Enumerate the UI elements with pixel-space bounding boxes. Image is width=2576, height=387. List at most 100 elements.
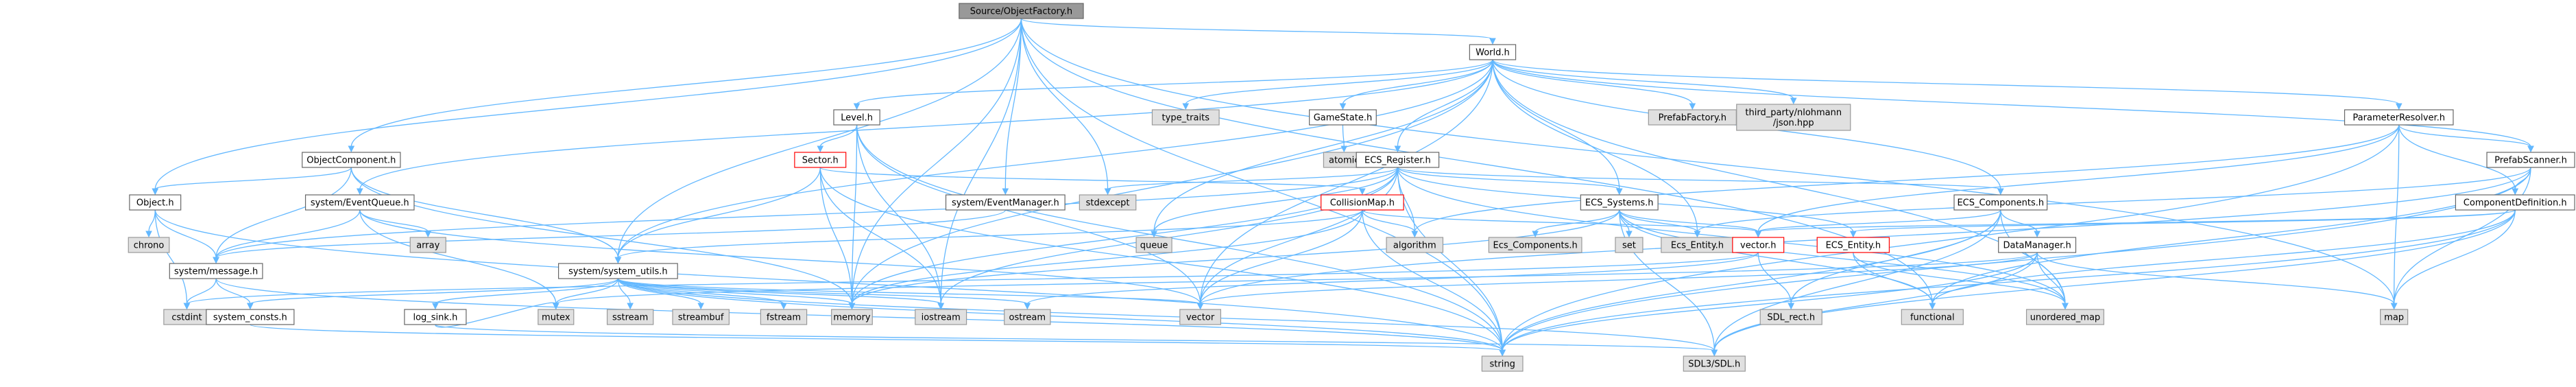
node-box bbox=[760, 309, 808, 325]
node-atomic: atomic bbox=[1323, 152, 1365, 168]
node-stdexcept: stdexcept bbox=[1079, 194, 1137, 211]
node-box bbox=[1615, 237, 1644, 253]
node-label: streambuf bbox=[678, 313, 724, 323]
edge-ecs_systems-to-ecs_components_sys bbox=[1532, 209, 1620, 238]
edge-world-to-type_traits bbox=[1182, 59, 1493, 110]
node-sector[interactable]: Sector.h bbox=[794, 152, 847, 168]
edge-sysutils-to-streambuf bbox=[617, 278, 705, 310]
node-sysmessage[interactable]: system/message.h bbox=[169, 263, 263, 279]
node-label: Source/ObjectFactory.h bbox=[970, 7, 1072, 17]
node-box bbox=[1481, 355, 1524, 372]
node-level[interactable]: Level.h bbox=[833, 109, 880, 126]
edge-sysutils-to-ostream bbox=[617, 278, 1031, 310]
node-eventqueue[interactable]: system/EventQueue.h bbox=[304, 194, 415, 211]
edge-sysutils-to-memory bbox=[617, 278, 856, 310]
edge-layer bbox=[145, 18, 2534, 357]
node-collisionmap[interactable]: CollisionMap.h bbox=[1321, 194, 1404, 211]
node-label: type_traits bbox=[1162, 113, 1210, 124]
edge-sysutils-to-mutex bbox=[552, 278, 619, 310]
edge-sysutils-to-vector bbox=[617, 278, 1204, 310]
node-label: system/EventManager.h bbox=[952, 198, 1059, 209]
node-datamanager[interactable]: DataManager.h bbox=[1998, 237, 2077, 253]
node-label: ECS_Entity.h bbox=[1826, 241, 1881, 251]
node-world[interactable]: World.h bbox=[1469, 44, 1517, 60]
edge-datamanager-to-vector bbox=[1196, 252, 2038, 310]
node-object[interactable]: Object.h bbox=[129, 194, 182, 211]
node-box bbox=[2380, 309, 2409, 325]
edge-ecs_register-to-ecs_systems bbox=[1397, 167, 1623, 196]
node-label: CollisionMap.h bbox=[1330, 198, 1395, 209]
edge-ecs_components-to-vector_h bbox=[1755, 209, 2001, 238]
edge-gamestate-to-atomic bbox=[1340, 124, 1348, 153]
node-box bbox=[1683, 355, 1746, 372]
edge-objectcomponent-to-object bbox=[152, 167, 352, 196]
node-box bbox=[1079, 194, 1137, 211]
edge-vector_h-to-sdl_rect bbox=[1757, 252, 1795, 310]
edge-paramresolver-to-prefabscanner bbox=[2398, 124, 2534, 153]
node-label: sstream bbox=[612, 313, 648, 323]
node-prefabfactory: PrefabFactory.h bbox=[1648, 109, 1737, 126]
edge-ecs_systems-to-functional bbox=[1619, 209, 1936, 310]
node-objectfactory[interactable]: Source/ObjectFactory.h bbox=[959, 3, 1084, 19]
node-logsink[interactable]: log_sink.h bbox=[404, 309, 467, 325]
edge-world-to-prefabscanner bbox=[1492, 59, 2534, 153]
node-label: Ecs_Components.h bbox=[1493, 241, 1578, 251]
node-box bbox=[1816, 237, 1890, 253]
node-label: SDL_rect.h bbox=[1767, 313, 1815, 323]
node-objectcomponent[interactable]: ObjectComponent.h bbox=[302, 152, 401, 168]
node-box bbox=[2025, 309, 2104, 325]
node-cstdint: cstdint bbox=[163, 309, 210, 325]
edge-sysutils-to-string bbox=[617, 278, 1506, 357]
edge-objectfactory-to-world bbox=[1020, 18, 1496, 45]
node-box bbox=[1759, 309, 1822, 325]
node-box bbox=[1135, 237, 1172, 253]
edge-level-to-sector bbox=[817, 124, 858, 153]
node-sysutils[interactable]: system/system_utils.h bbox=[557, 263, 678, 279]
node-box bbox=[302, 152, 401, 168]
node-ecs-entity-h[interactable]: ECS_Entity.h bbox=[1816, 237, 1890, 253]
node-vector-h[interactable]: vector.h bbox=[1732, 237, 1785, 253]
node-map: map bbox=[2380, 309, 2409, 325]
node-fstream: fstream bbox=[760, 309, 808, 325]
edge-world-to-unordered_map bbox=[1492, 59, 2069, 310]
edge-logsink-to-mutex bbox=[435, 302, 559, 328]
node-gamestate[interactable]: GameState.h bbox=[1309, 109, 1377, 126]
node-array: array bbox=[409, 237, 446, 253]
node-box bbox=[2344, 109, 2454, 126]
edge-objectfactory-to-functional bbox=[1020, 18, 1936, 310]
node-label: memory bbox=[833, 313, 871, 323]
node-box bbox=[557, 263, 678, 279]
edge-objectfactory-to-eventmanager bbox=[1002, 18, 1022, 196]
node-unordered-map: unordered_map bbox=[2025, 309, 2104, 325]
node-box bbox=[404, 309, 467, 325]
edge-object-to-chrono bbox=[145, 209, 156, 238]
node-ecs-components[interactable]: ECS_Components.h bbox=[1953, 194, 2048, 211]
node-paramresolver[interactable]: ParameterResolver.h bbox=[2344, 109, 2454, 126]
node-sysconsts[interactable]: system_consts.h bbox=[206, 309, 295, 325]
edge-eventqueue-to-array bbox=[359, 209, 432, 238]
node-eventmanager[interactable]: system/EventManager.h bbox=[945, 194, 1066, 211]
edge-sysutils-to-iostream bbox=[617, 278, 944, 310]
node-label: string bbox=[1490, 360, 1515, 370]
edge-ecs_entity_h-to-unordered_map bbox=[1853, 252, 2069, 310]
node-label: system/system_utils.h bbox=[568, 267, 668, 277]
edge-object-to-sysmessage bbox=[154, 209, 219, 264]
node-componentdef[interactable]: ComponentDefinition.h bbox=[2455, 194, 2575, 211]
edge-objectfactory-to-object bbox=[152, 18, 1022, 196]
edge-eventqueue-to-vector bbox=[359, 209, 1204, 310]
node-ecs-systems[interactable]: ECS_Systems.h bbox=[1580, 194, 1659, 211]
node-label: vector.h bbox=[1740, 241, 1776, 251]
edge-collisionmap-to-algorithm bbox=[1362, 209, 1419, 238]
edge-sysconsts-to-string bbox=[250, 324, 1506, 357]
node-box bbox=[538, 309, 575, 325]
node-ecs-entity-sys: Ecs_Entity.h bbox=[1661, 237, 1734, 253]
node-ecs-register[interactable]: ECS_Register.h bbox=[1356, 152, 1440, 168]
node-label: set bbox=[1622, 241, 1636, 251]
node-chrono: chrono bbox=[128, 237, 170, 253]
node-label: Object.h bbox=[136, 198, 174, 209]
node-prefabscanner[interactable]: PrefabScanner.h bbox=[2486, 152, 2575, 168]
node-box bbox=[833, 109, 880, 126]
node-box bbox=[2455, 194, 2575, 211]
node-label: chrono bbox=[134, 241, 165, 251]
node-box bbox=[915, 309, 967, 325]
